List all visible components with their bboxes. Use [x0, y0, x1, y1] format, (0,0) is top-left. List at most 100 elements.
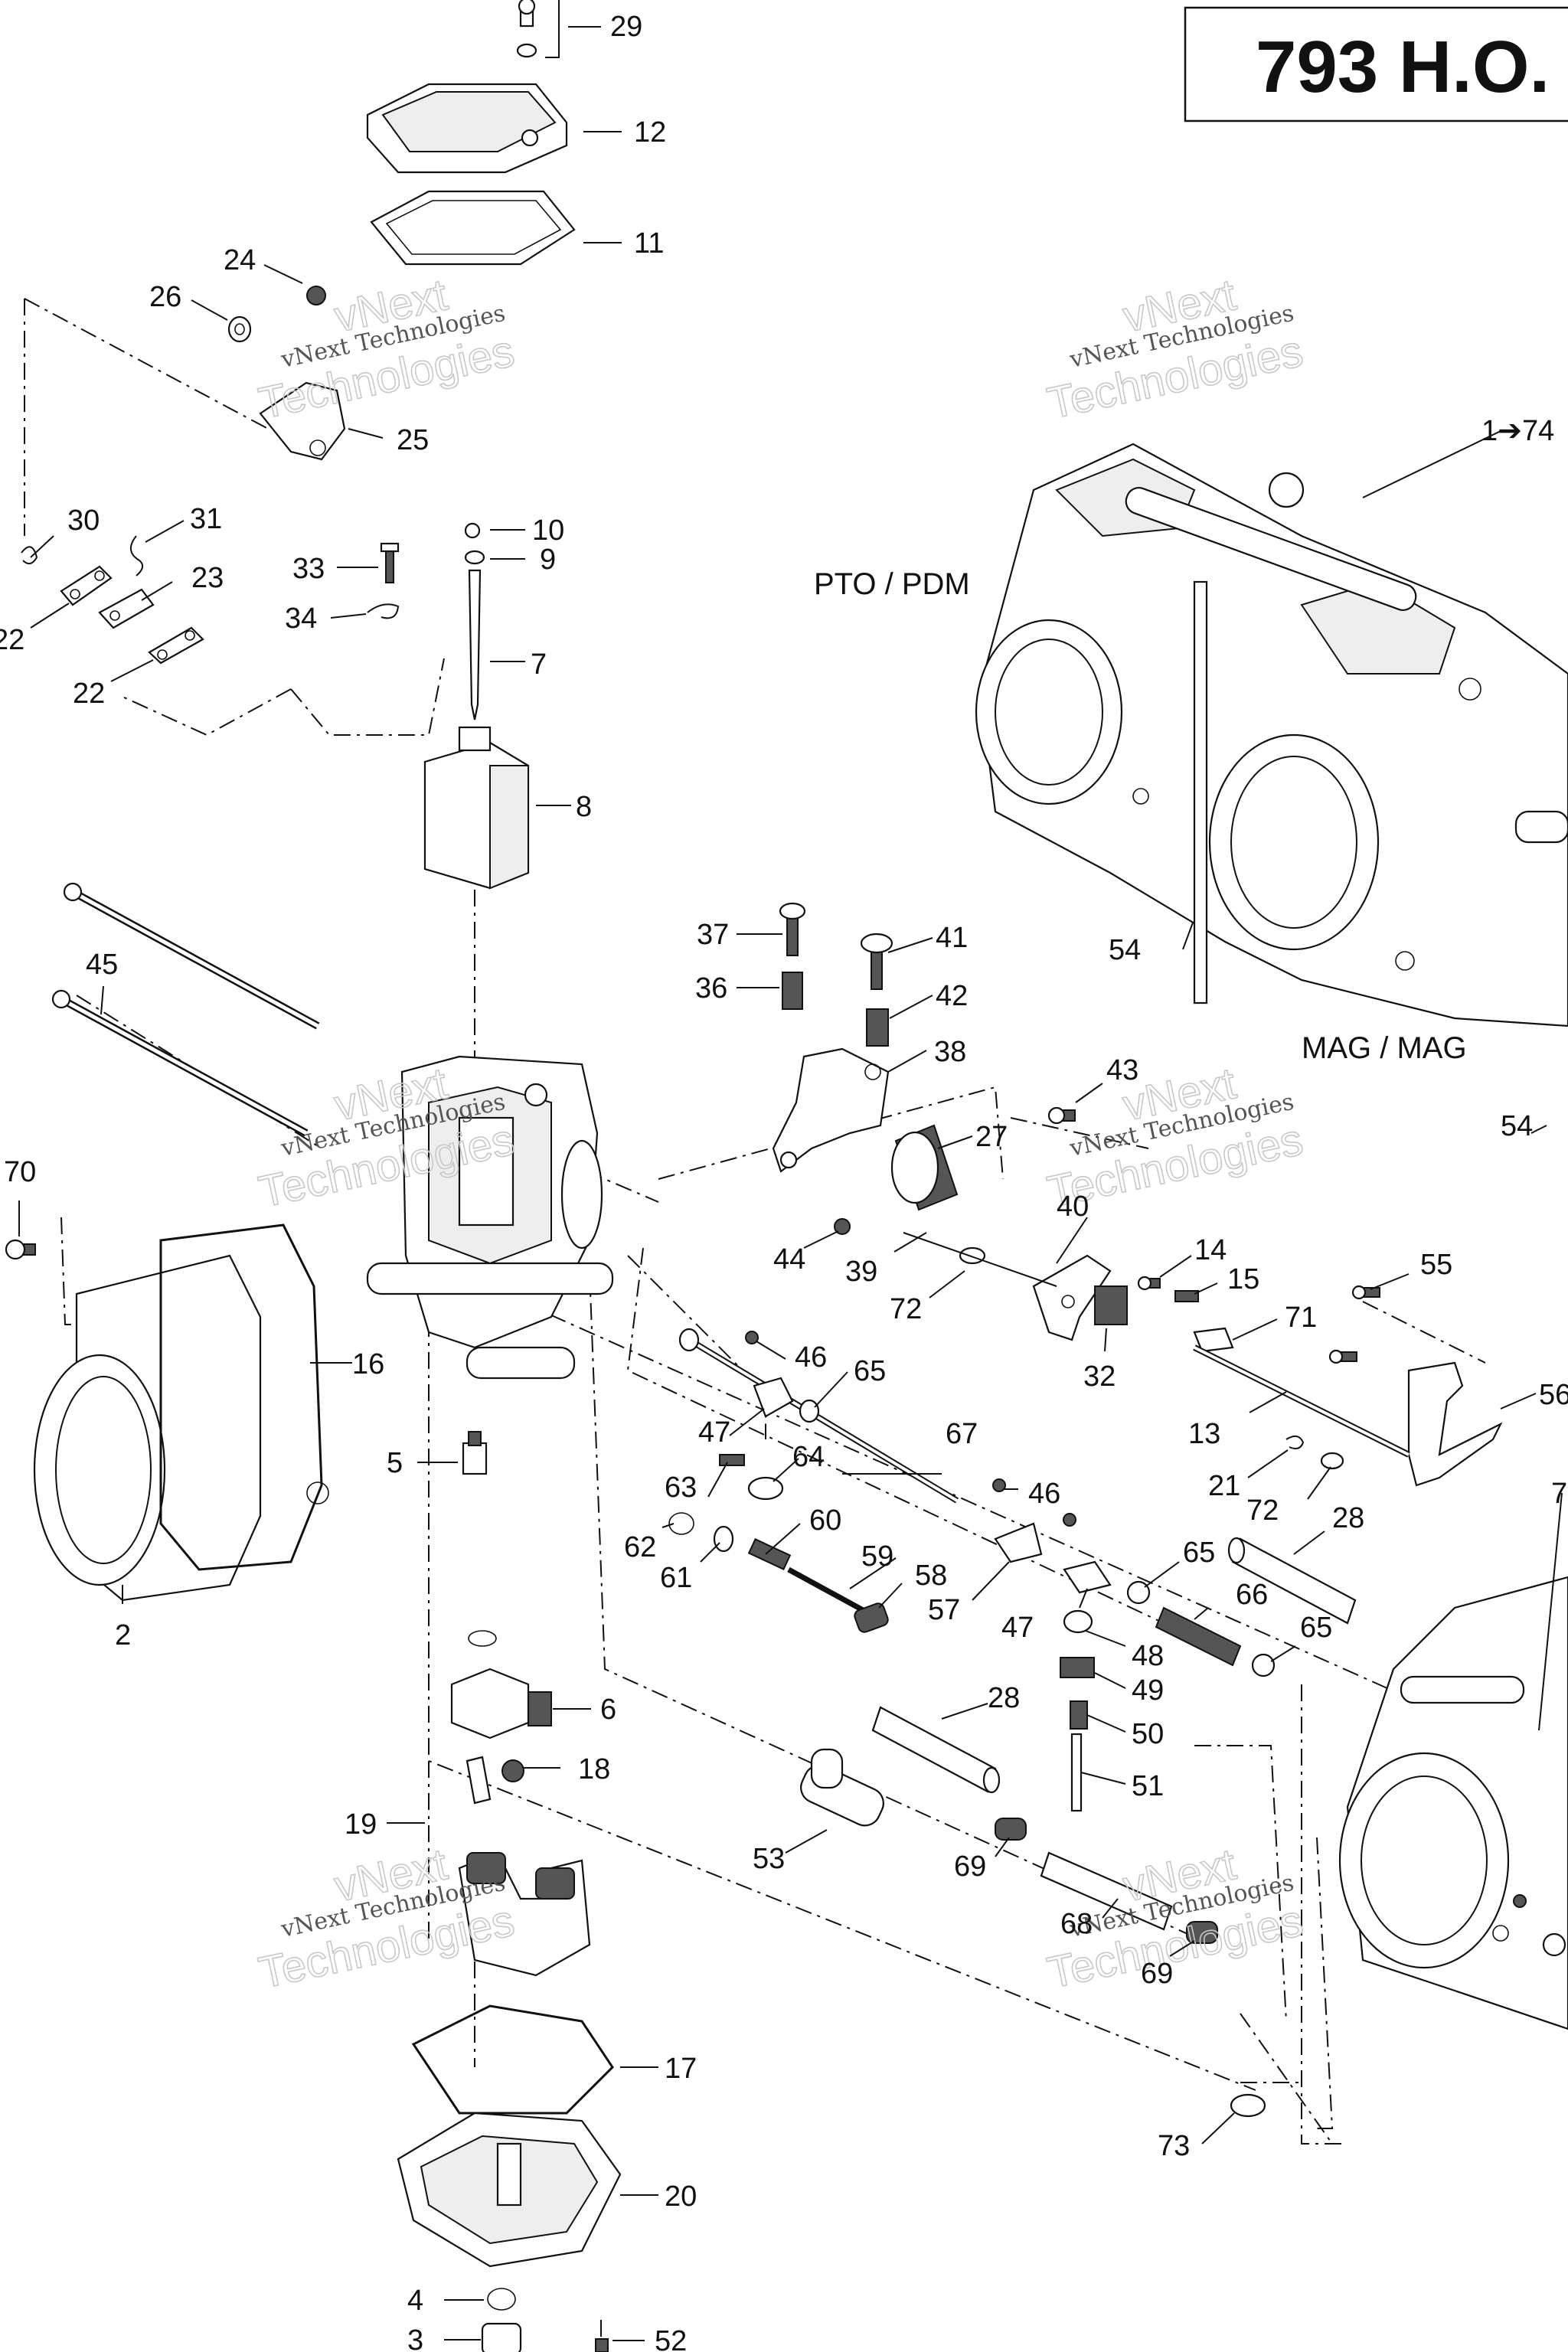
callout-51: 51: [1132, 1770, 1164, 1802]
jet-needle-7: [468, 569, 482, 720]
callout-46b: 46: [1028, 1478, 1060, 1510]
pin-63: [719, 1454, 745, 1466]
callout-19: 19: [345, 1808, 377, 1841]
callout-10: 10: [532, 514, 564, 547]
callout-60: 60: [809, 1504, 841, 1537]
washer-72a: [959, 1246, 986, 1265]
link-plate-22b: [148, 626, 204, 665]
callout-67: 67: [946, 1418, 978, 1450]
needle-51: [1070, 1733, 1083, 1812]
callout-11: 11: [634, 227, 664, 260]
callout-32: 32: [1083, 1361, 1116, 1393]
callout-7-right: 7: [1551, 1478, 1567, 1510]
callout-70: 70: [4, 1156, 36, 1188]
tube-28b: [871, 1706, 1001, 1794]
callout-27: 27: [975, 1121, 1008, 1153]
screw-41: [860, 933, 893, 990]
callout-43: 43: [1106, 1054, 1138, 1086]
screw-43: [1047, 1106, 1076, 1125]
callout-62: 62: [624, 1531, 656, 1563]
t-fitting-53: [800, 1748, 884, 1827]
throttle-shaft-lever-40: [903, 1232, 1112, 1341]
callout-49: 49: [1132, 1674, 1164, 1707]
callout-24: 24: [224, 244, 256, 276]
callout-53: 53: [753, 1843, 785, 1875]
return-spring-27: [890, 1124, 959, 1211]
callout-5: 5: [387, 1447, 403, 1479]
screw-46b: [992, 1478, 1076, 1527]
callout-64: 64: [792, 1441, 825, 1473]
callout-68: 68: [1060, 1908, 1093, 1940]
callout-9: 9: [540, 544, 556, 576]
lever-47b: [1063, 1560, 1112, 1594]
spring-66: [1155, 1606, 1242, 1667]
section-pto-label: PTO / PDM: [814, 567, 970, 601]
callout-3: 3: [407, 2324, 423, 2352]
link-plate-22a: [60, 565, 113, 606]
callout-15: 15: [1227, 1263, 1259, 1295]
callout-14: 14: [1194, 1234, 1227, 1266]
o-ring-62: [668, 1512, 694, 1535]
main-jet-6: [528, 1691, 552, 1726]
screw-55: [1328, 1285, 1380, 1364]
spring-clip-31: [130, 535, 144, 577]
assembly-lines: [24, 298, 1517, 2352]
callout-12: 12: [634, 116, 666, 149]
diagram-title: 793 H.O.: [1256, 26, 1550, 108]
callout-65a: 65: [854, 1355, 886, 1387]
knob-58: [854, 1602, 889, 1633]
callout-8: 8: [576, 791, 592, 823]
callout-41: 41: [936, 922, 968, 954]
valve-49: [1060, 1657, 1095, 1678]
clamp-69a: [995, 1818, 1027, 1841]
bowl-gasket-17: [411, 2004, 614, 2115]
plug-48: [1063, 1609, 1093, 1634]
callout-48: 48: [1132, 1640, 1164, 1672]
screw-52: [595, 2338, 609, 2352]
spring-42: [866, 1008, 889, 1047]
washer-26: [227, 315, 252, 343]
screw-70: [5, 1239, 36, 1260]
callout-22b: 22: [73, 678, 105, 710]
callout-63: 63: [665, 1472, 697, 1504]
callout-47a: 47: [698, 1416, 730, 1449]
throttle-lever-38: [772, 1047, 890, 1173]
callout-40: 40: [1057, 1191, 1089, 1223]
watermark-2: vNext vNext Technologies Technologies: [1043, 270, 1308, 430]
screw-33: [380, 542, 400, 583]
choke-lever-47a: [753, 1377, 794, 1418]
carburetor-body: [366, 1055, 614, 1380]
washer-9: [464, 550, 485, 565]
shaft-13: [1193, 1344, 1410, 1458]
callout-39: 39: [845, 1256, 877, 1288]
section-mag-label: MAG / MAG: [1302, 1031, 1467, 1065]
screw-14: [1137, 1276, 1161, 1291]
needle-valve-seat-18: [501, 1759, 524, 1782]
callout-66: 66: [1236, 1579, 1268, 1611]
float-arm-bracket: [450, 1630, 530, 1805]
callout-30: 30: [67, 505, 100, 537]
callout-25: 25: [397, 424, 429, 456]
spring-32: [1094, 1285, 1128, 1325]
callout-17: 17: [665, 2053, 697, 2085]
callout-36: 36: [695, 972, 727, 1004]
callout-1-74: 1➔74: [1481, 415, 1554, 447]
callout-69b: 69: [1141, 1958, 1173, 1990]
tube-28a: [1227, 1537, 1357, 1625]
callout-46a: 46: [795, 1341, 827, 1374]
callout-61: 61: [660, 1562, 692, 1594]
clip-21: [1285, 1435, 1305, 1449]
long-bolts-45: [51, 882, 320, 1137]
callout-65b: 65: [1183, 1537, 1215, 1569]
clip-30: [21, 546, 38, 565]
hose-68: [1040, 1851, 1173, 1931]
screw-24: [306, 286, 326, 305]
screw-37: [779, 902, 806, 956]
throttle-slide-8: [423, 726, 530, 890]
washer-65c: [1251, 1653, 1276, 1677]
callout-18: 18: [578, 1753, 610, 1785]
callout-72a: 72: [890, 1293, 922, 1325]
bracket-56: [1407, 1361, 1503, 1487]
drain-plug-3: [481, 2322, 522, 2352]
